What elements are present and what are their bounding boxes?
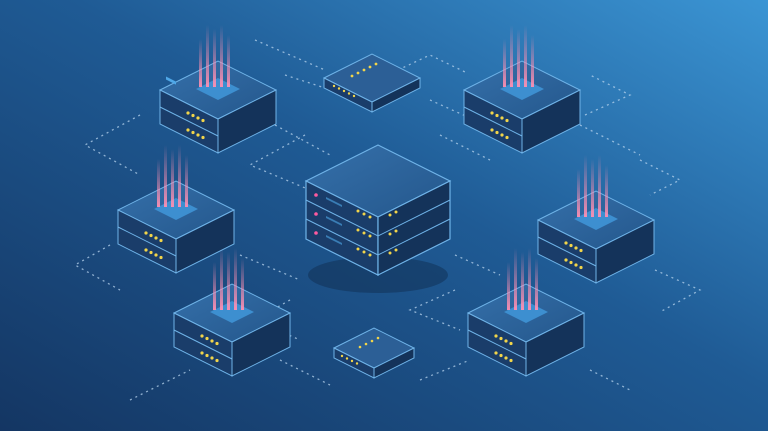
central-server-icon (304, 144, 452, 293)
network-switch-icon (322, 53, 422, 379)
server-node-icon (116, 25, 656, 377)
